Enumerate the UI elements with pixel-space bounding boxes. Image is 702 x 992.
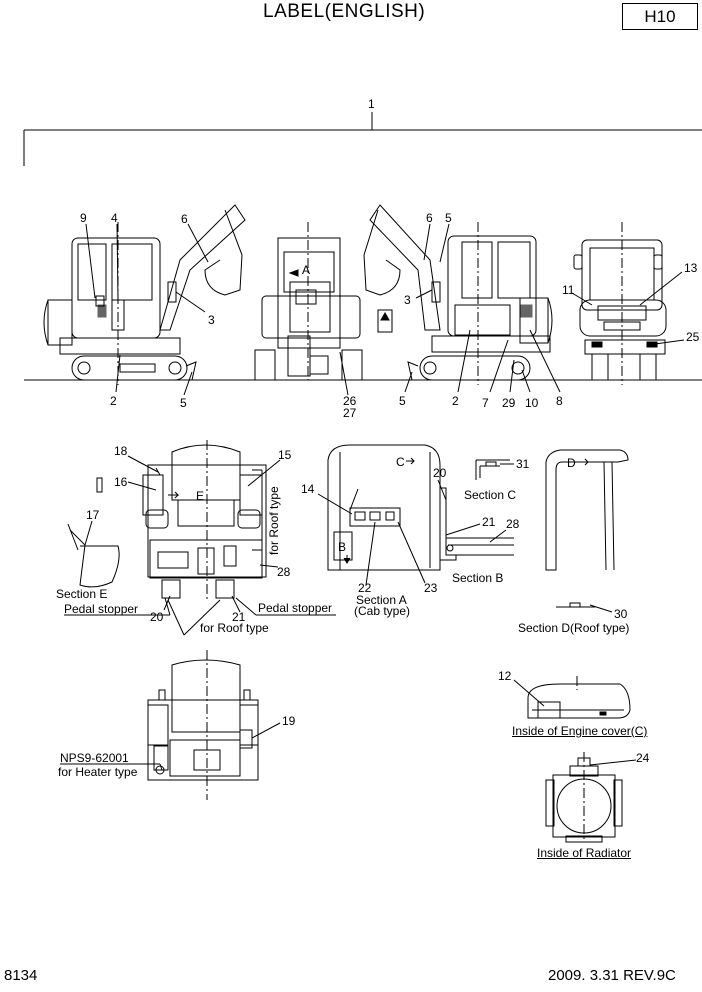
callout-5: 5: [180, 396, 187, 410]
revision-date: 2009. 3.31 REV.9C: [548, 967, 676, 984]
callout-15: 15: [278, 448, 292, 462]
nps-label: NPS9-62001: [60, 751, 129, 765]
callout-7: 7: [482, 396, 489, 410]
callout-21: 21: [232, 610, 246, 624]
callout-10: 10: [525, 396, 539, 410]
excavator-right-view: [363, 204, 553, 385]
callout-30: 30: [614, 607, 628, 621]
heater-seat-view: [147, 650, 259, 800]
callout-11: 11: [562, 283, 575, 297]
leader-lines: [60, 223, 685, 771]
callout-13: 13: [684, 261, 698, 275]
callout-19: 19: [282, 714, 296, 728]
callout-4: 4: [111, 211, 118, 225]
callout-section-d: D: [567, 456, 576, 470]
callout-rear-a: A: [302, 263, 311, 277]
drawing-code: H10: [622, 3, 698, 30]
callout-29: 29: [502, 396, 516, 410]
callout-28: 28: [277, 565, 291, 579]
section-c-label: Section C: [464, 488, 517, 502]
radiator-view: [545, 752, 623, 843]
section-d-label: Section D(Roof type): [518, 621, 630, 635]
callout-3-right: 3: [404, 293, 411, 307]
callout-28-b: 28: [506, 517, 520, 531]
engine-cover-label: Inside of Engine cover(C): [512, 724, 648, 738]
section-b-label: Section B: [452, 571, 504, 585]
section-b-c-view: [439, 459, 514, 561]
for-roof-type-vertical: for Roof type: [267, 486, 281, 555]
callout-5-right: 5: [445, 211, 452, 225]
engine-cover-view: [527, 676, 631, 719]
assembly-bracket: [23, 112, 702, 166]
excavator-left-view: [43, 204, 246, 385]
callout-27: 27: [343, 406, 357, 420]
callout-26: 26: [343, 394, 357, 408]
page-number: 8134: [4, 967, 38, 984]
pedal-stopper-left: Pedal stopper: [64, 602, 139, 616]
pedal-stopper-right: Pedal stopper: [258, 601, 333, 615]
callout-17: 17: [86, 508, 100, 522]
callout-e: E: [196, 489, 205, 503]
callout-20-b: 20: [433, 466, 447, 480]
callout-12: 12: [498, 669, 512, 683]
callout-9: 9: [80, 211, 87, 225]
callout-2: 2: [110, 394, 117, 408]
callout-22: 22: [358, 581, 372, 595]
callout-2-right: 2: [452, 394, 459, 408]
callout-21-b: 21: [482, 515, 496, 529]
page-title: LABEL(ENGLISH): [263, 1, 426, 22]
callout-20: 20: [150, 610, 164, 624]
section-e-label: Section E: [56, 587, 108, 601]
cab-interior-view: [67, 440, 267, 600]
callout-31: 31: [516, 457, 530, 471]
excavator-rear-view: [254, 222, 393, 396]
for-heater-type-label: for Heater type: [58, 765, 138, 779]
excavator-back-view: [573, 222, 667, 385]
for-roof-type-label: for Roof type: [200, 621, 269, 635]
callout-23: 23: [424, 581, 438, 595]
radiator-label: Inside of Radiator: [537, 846, 632, 860]
callout-section-c: C: [396, 455, 405, 469]
section-d-roof-view: [545, 449, 629, 608]
callout-24: 24: [636, 751, 650, 765]
callout-14: 14: [301, 482, 315, 496]
callout-8: 8: [556, 394, 563, 408]
section-a-cab-view: [327, 444, 441, 571]
section-a-label: Section A: [356, 593, 407, 607]
callout-1: 1: [368, 97, 375, 111]
callout-6-right: 6: [426, 211, 433, 225]
callout-16: 16: [114, 475, 128, 489]
callout-25: 25: [686, 330, 700, 344]
callout-6: 6: [181, 212, 188, 226]
callout-section-b: B: [338, 540, 347, 554]
callout-3: 3: [208, 313, 215, 327]
callout-5-right-bottom: 5: [399, 394, 406, 408]
callout-18: 18: [114, 444, 128, 458]
cab-type-label: (Cab type): [354, 604, 411, 618]
